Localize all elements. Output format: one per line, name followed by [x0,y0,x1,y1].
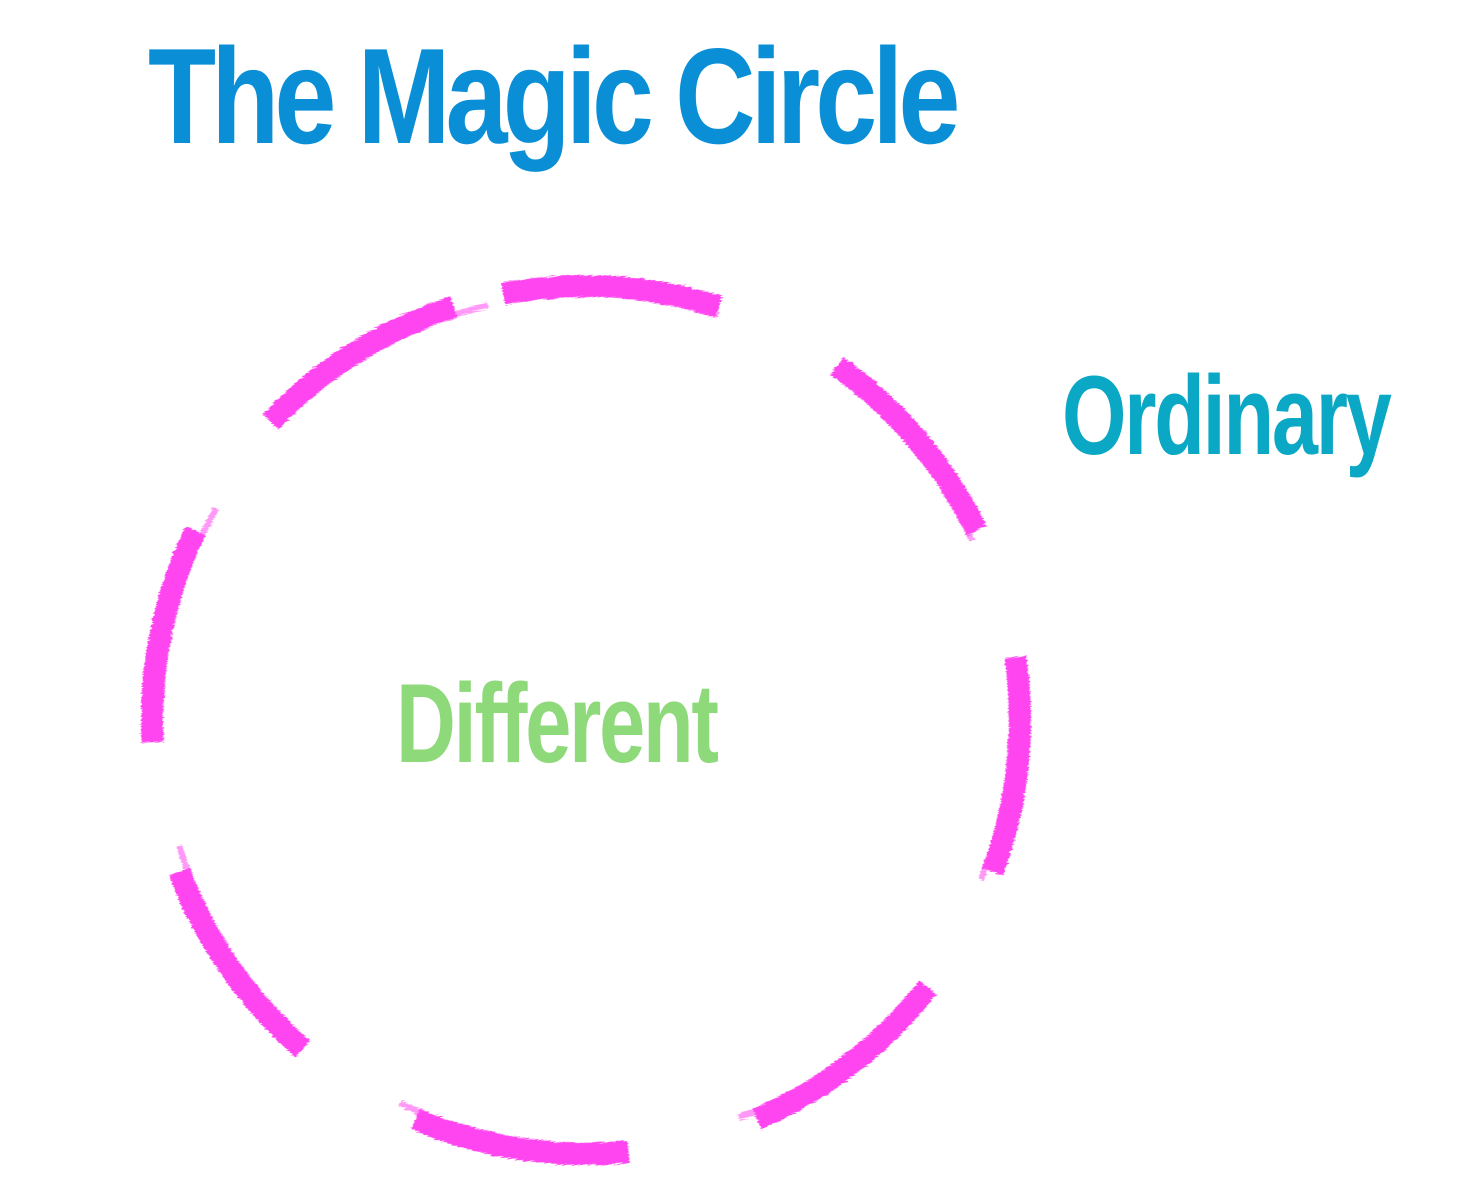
diagram-title: The Magic Circle [148,20,960,172]
label-inside-different: Different [396,661,719,786]
dashed-circle-brush-streak [157,291,1015,1149]
dashed-circle-outline [141,275,1031,1165]
label-outside-ordinary: Ordinary [1062,353,1392,478]
